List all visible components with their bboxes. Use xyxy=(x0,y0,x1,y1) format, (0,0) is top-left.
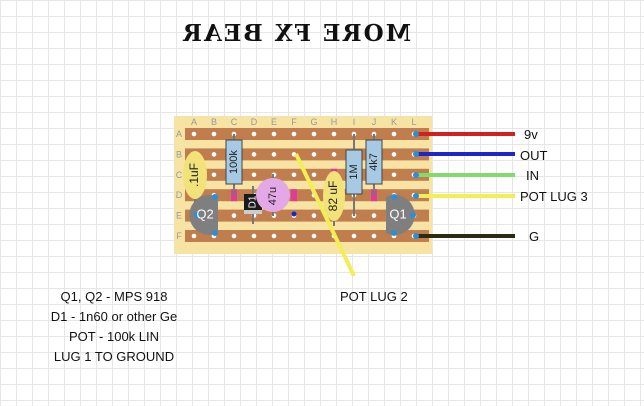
note-lug: LUG 1 TO GROUND xyxy=(53,349,175,364)
hole xyxy=(311,131,317,137)
column-label: B xyxy=(211,117,217,127)
hole xyxy=(251,233,257,239)
column-label: E xyxy=(271,117,277,127)
capacitor-01uf-label: .1uF xyxy=(187,163,201,187)
row-label: C xyxy=(176,170,183,180)
hole xyxy=(311,152,317,157)
column-label: F xyxy=(291,117,297,127)
row-label: D xyxy=(176,190,183,200)
hole xyxy=(391,131,397,137)
hole xyxy=(191,233,197,239)
hole xyxy=(211,152,217,157)
transistor-q1: Q1 xyxy=(386,194,416,236)
column-label: G xyxy=(310,117,317,127)
label-ground: G xyxy=(529,229,540,244)
note-pot: POT - 100k LIN xyxy=(68,329,160,344)
hole xyxy=(211,131,217,137)
capacitor-01uf: .1uF xyxy=(183,151,207,214)
label-in: IN xyxy=(526,168,539,183)
resistor-100k: 100k xyxy=(225,134,243,196)
wire-pot-lug-2 xyxy=(294,153,356,277)
column-label: A xyxy=(191,117,197,127)
hole xyxy=(391,172,397,178)
resistor-4k7: 4k7 xyxy=(365,134,383,196)
capacitor-47u: 47u xyxy=(256,174,290,216)
hole xyxy=(211,172,217,178)
note-diode: D1 - 1n60 or other Ge xyxy=(50,309,178,324)
hole xyxy=(371,213,377,218)
hole xyxy=(291,131,297,137)
hole xyxy=(371,233,377,239)
note-transistors: Q1, Q2 - MPS 918 xyxy=(60,289,168,304)
column-label: H xyxy=(331,117,338,127)
column-label: D xyxy=(251,117,258,127)
column-label: L xyxy=(411,117,416,127)
hole xyxy=(231,213,237,218)
marker-dot xyxy=(291,211,297,217)
capacitor-82uf-label: 82 uF xyxy=(326,181,340,212)
hole xyxy=(311,213,317,218)
hole xyxy=(251,152,257,157)
hole xyxy=(291,172,297,178)
hole xyxy=(271,233,277,239)
transistor-q2: Q2 xyxy=(189,194,218,236)
hole xyxy=(271,131,277,137)
diode-d1-label: D1 xyxy=(248,195,259,208)
resistor-1m-label: 1M xyxy=(348,164,360,179)
copper-strip xyxy=(185,128,429,140)
resistor-4k7-label: 4k7 xyxy=(368,153,380,171)
hole xyxy=(191,131,197,137)
column-label: K xyxy=(391,117,397,127)
label-out: OUT xyxy=(520,148,548,163)
hole xyxy=(251,131,257,137)
row-label: E xyxy=(176,211,182,221)
hole xyxy=(351,233,357,239)
label-pot-lug-2: POT LUG 2 xyxy=(340,289,408,304)
column-labels: A B C D E F G H I J K L xyxy=(191,117,417,127)
column-label: I xyxy=(353,117,356,127)
capacitor-82uf: 82 uF xyxy=(323,171,345,226)
column-label: J xyxy=(372,117,377,127)
resistor-1m: 1M xyxy=(345,134,363,216)
resistor-100k-label: 100k xyxy=(228,150,240,174)
hole xyxy=(391,152,397,157)
hole xyxy=(311,172,317,178)
row-label: F xyxy=(176,231,182,241)
hole xyxy=(271,152,277,157)
hole xyxy=(291,233,297,239)
hole xyxy=(251,172,257,178)
row-labels: AB CD EF xyxy=(176,129,183,241)
hole xyxy=(331,152,337,157)
row-label: A xyxy=(176,129,182,139)
column-label: C xyxy=(231,117,238,127)
row-label: B xyxy=(176,149,182,159)
label-pot-lug-3: POT LUG 3 xyxy=(520,189,588,204)
hole xyxy=(311,233,317,239)
transistor-q2-label: Q2 xyxy=(196,206,213,221)
label-9v: 9v xyxy=(524,127,538,142)
transistor-q1-label: Q1 xyxy=(389,206,406,221)
copper-strip xyxy=(185,230,429,242)
hole xyxy=(231,233,237,239)
capacitor-47u-label: 47u xyxy=(267,187,279,205)
hole xyxy=(331,131,337,137)
track-cut xyxy=(291,189,297,202)
